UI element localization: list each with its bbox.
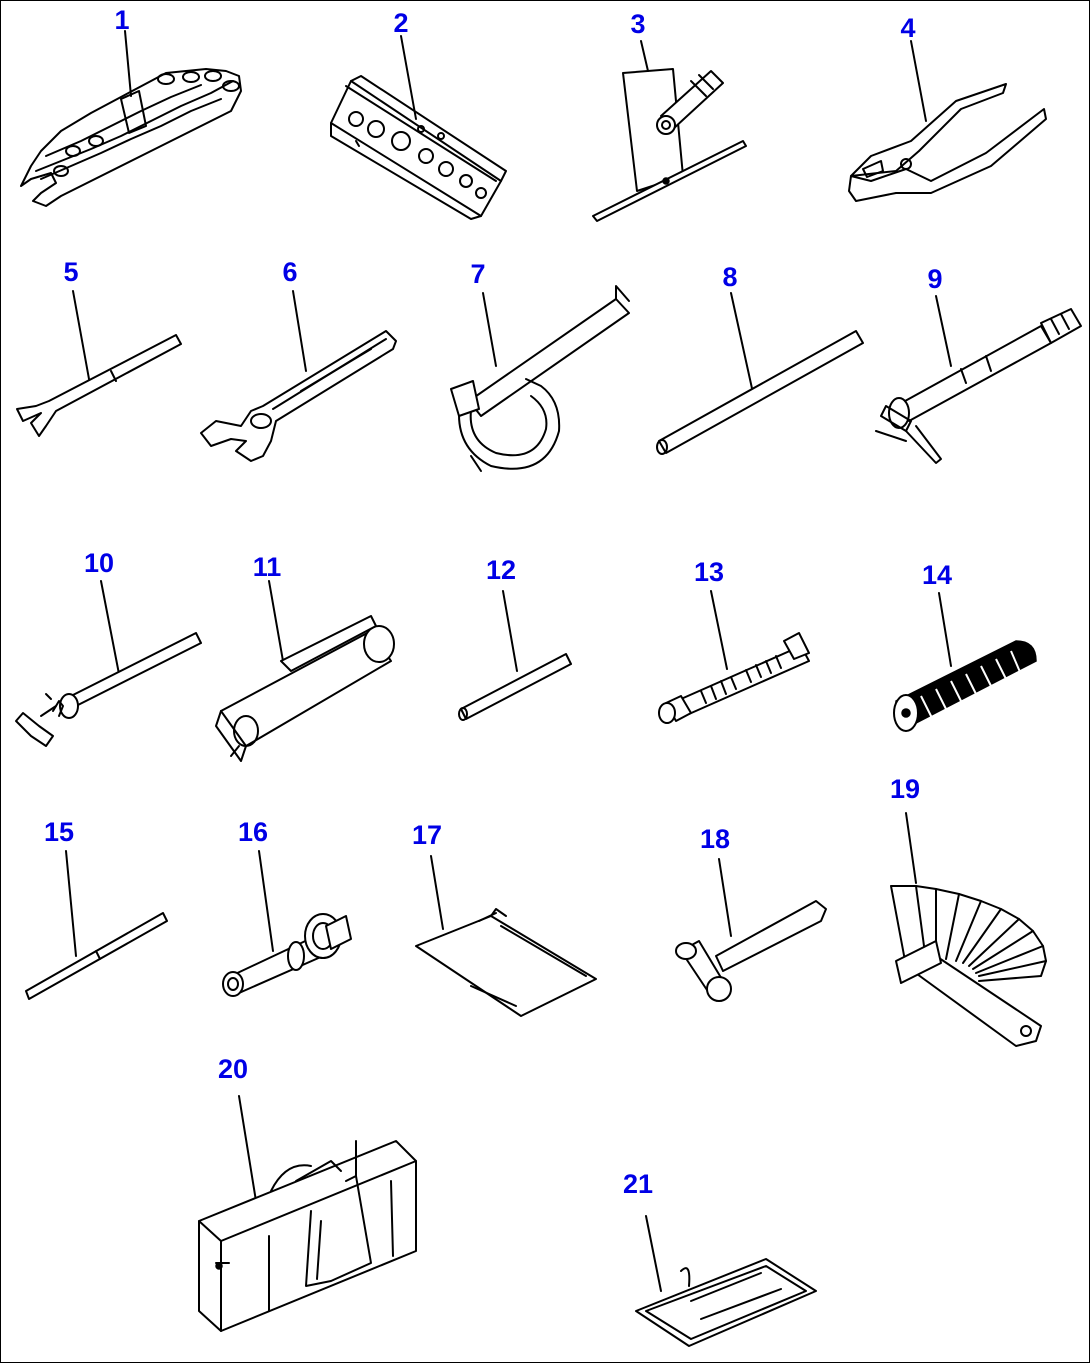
grease-gun-nozzle-icon (875, 295, 1082, 464)
callout-2: 2 (393, 8, 409, 38)
callout-15: 15 (43, 817, 75, 847)
callout-17: 17 (411, 820, 443, 850)
spring-element-icon (893, 592, 1037, 732)
callout-10: 10 (83, 548, 115, 578)
pouch-icon (635, 1215, 817, 1347)
callout-3: 3 (630, 9, 646, 39)
manual-sheet-icon (415, 855, 597, 1017)
combination-wrench-set-icon (20, 30, 242, 207)
hammer-icon (675, 858, 827, 1002)
callout-20: 20 (217, 1054, 249, 1084)
callout-13: 13 (693, 557, 725, 587)
feeler-gauge-icon (890, 812, 1047, 1047)
adjustable-wrench-icon (200, 290, 397, 462)
t-handle-wrench-icon (15, 580, 202, 747)
bar-icon (656, 292, 864, 455)
callout-9: 9 (927, 264, 943, 294)
threaded-bolt-icon (658, 590, 810, 724)
callout-1: 1 (114, 5, 130, 35)
screwdriver-set-icon (592, 40, 747, 222)
filter-wrench-icon (450, 285, 630, 472)
callout-4: 4 (900, 13, 916, 43)
open-end-wrench-icon (16, 290, 182, 437)
callout-12: 12 (485, 555, 517, 585)
grease-gun-icon (215, 580, 395, 762)
callout-5: 5 (63, 257, 79, 287)
pliers-icon (848, 40, 1047, 202)
socket-set-case-icon (330, 35, 507, 220)
tool-bag-icon (198, 1095, 417, 1332)
rod-icon (458, 590, 572, 721)
callout-18: 18 (699, 824, 731, 854)
callout-19: 19 (889, 774, 921, 804)
pin-rod-icon (25, 850, 168, 1000)
callout-6: 6 (282, 257, 298, 287)
callout-21: 21 (622, 1169, 654, 1199)
callout-7: 7 (470, 259, 486, 289)
callout-16: 16 (237, 817, 269, 847)
callout-14: 14 (921, 560, 953, 590)
callout-11: 11 (252, 552, 282, 582)
callout-8: 8 (722, 262, 738, 292)
puller-bolt-icon (222, 850, 352, 997)
